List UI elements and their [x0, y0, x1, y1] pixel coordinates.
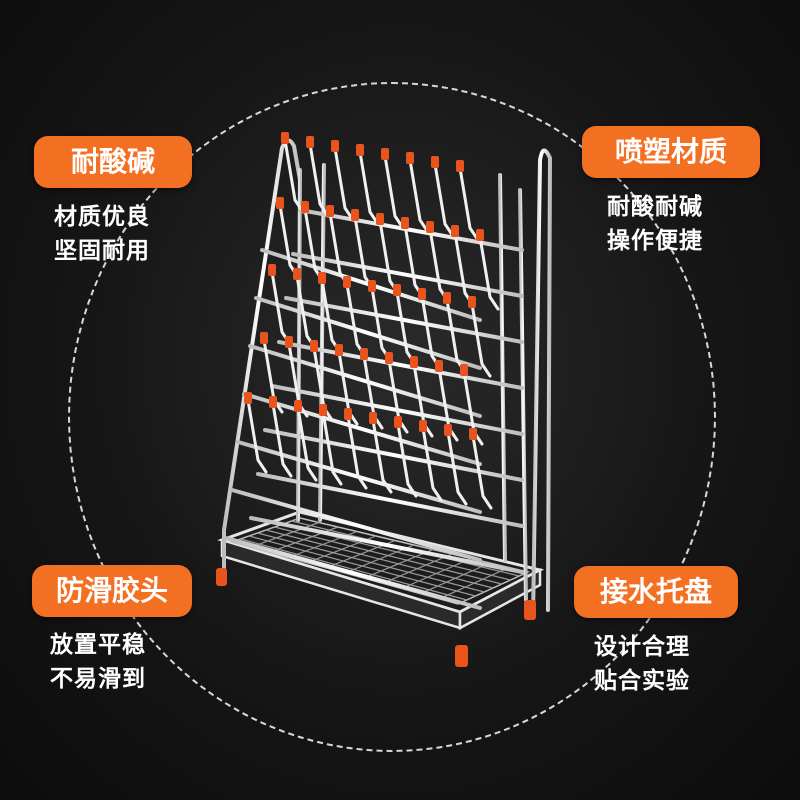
feature-desc-drip-tray: 设计合理 贴合实验 [594, 630, 690, 698]
feature-badge-drip-tray: 接水托盘 [574, 566, 738, 618]
feature-desc-anti-slip: 放置平稳 不易滑到 [50, 628, 146, 696]
feature-line: 材质优良 [54, 204, 150, 230]
anti-slip-feet [216, 568, 536, 667]
feature-line: 放置平稳 [50, 632, 146, 658]
feature-line: 设计合理 [594, 634, 690, 660]
feature-badge-spray-coating: 喷塑材质 [582, 126, 760, 178]
feature-line: 操作便捷 [607, 228, 703, 254]
feature-line: 不易滑到 [50, 666, 146, 692]
feature-badge-anti-slip: 防滑胶头 [32, 565, 192, 617]
feature-line: 耐酸耐碱 [607, 194, 703, 220]
dashed-circle-decoration [68, 82, 716, 752]
feature-line: 坚固耐用 [54, 238, 150, 264]
feature-badge-acid-alkali: 耐酸碱 [34, 136, 192, 188]
feature-line: 贴合实验 [594, 668, 690, 694]
feature-desc-acid-alkali: 材质优良 坚固耐用 [54, 200, 150, 268]
drip-tray [217, 510, 545, 631]
pin-tips [244, 132, 484, 440]
feature-desc-spray-coating: 耐酸耐碱 操作便捷 [607, 190, 703, 258]
